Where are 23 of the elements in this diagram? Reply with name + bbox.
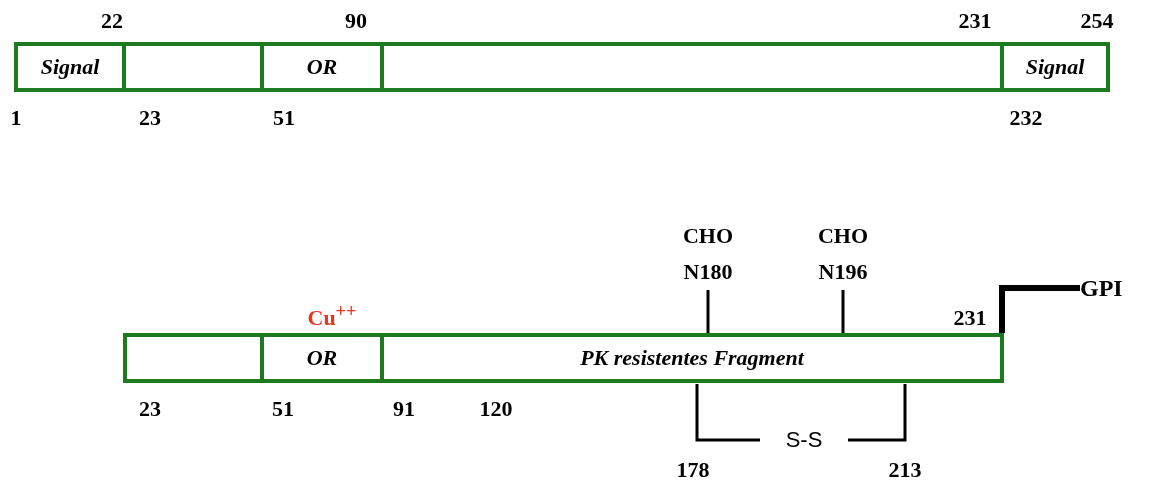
leader-line [999, 285, 1080, 333]
residue-number: 51 [272, 396, 294, 422]
residue-number: 213 [888, 457, 922, 481]
residue-number: 90 [345, 8, 367, 34]
residue-number: 23 [139, 105, 161, 131]
glycosylation-site-label: CHO N196 [803, 218, 883, 290]
residue-number: 232 [1009, 105, 1043, 131]
copper-binding-label: Cu$^{++}$ [307, 300, 357, 332]
residue-number: 120 [479, 396, 513, 422]
residue-number: 51 [273, 105, 295, 131]
residue-number: 231 [953, 305, 987, 331]
residue-number: 1 [10, 105, 22, 131]
residue-number: 23 [139, 396, 161, 422]
glycosylation-site-label: CHO N180 [668, 218, 748, 290]
residue-number: 231 [958, 8, 992, 34]
gpi-anchor-label: GPI [1080, 275, 1123, 301]
residue-number: 178 [676, 457, 710, 481]
leader-line [706, 290, 710, 333]
leader-line [841, 290, 845, 333]
residue-number: 91 [393, 396, 415, 422]
disulfide-bond-label: S-S [785, 427, 823, 453]
residue-number: 22 [101, 8, 123, 34]
residue-number: 254 [1080, 8, 1114, 34]
